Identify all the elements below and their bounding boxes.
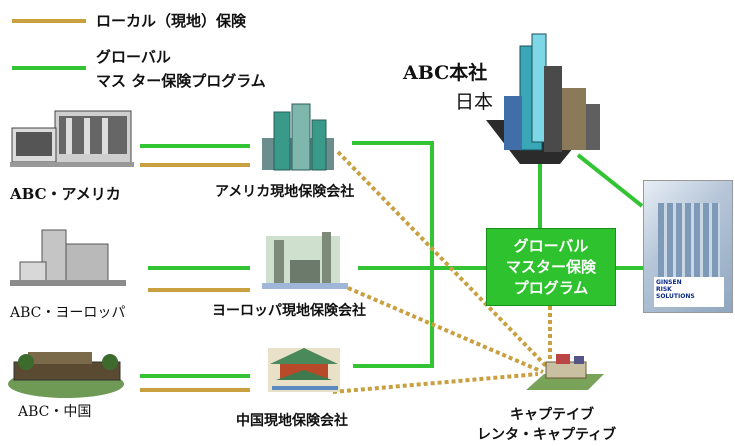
hq-label-line2: 日本 [455, 91, 494, 113]
office-building-icon [10, 110, 134, 167]
insurer-label-europe: ヨーロッパ現地保険会社 [212, 303, 366, 319]
skyscraper-icon [486, 33, 600, 164]
subsidiary-label-europe: ABC・ヨーロッパ [10, 305, 126, 321]
subsidiary-label-america: ABC・アメリカ [10, 185, 121, 203]
legend-local-label: ローカル（現地）保険 [96, 12, 247, 30]
insurer-label-china: 中国現地保険会社 [236, 413, 348, 429]
connections-global [352, 141, 644, 368]
glass-building-icon [658, 203, 720, 279]
connections-captive [332, 150, 552, 394]
captive-label-line1: キャプテイブ [510, 407, 594, 423]
insurer-label-america: アメリカ現地保険会社 [215, 184, 355, 200]
factory-icon [526, 354, 604, 390]
office-building-icon [10, 229, 126, 286]
subsidiary-label-china: ABC・中国 [18, 404, 92, 420]
hq-label-line1: ABC本社 [403, 62, 488, 84]
parliament-icon [262, 232, 348, 289]
broker-logo-line: SOLUTIONS [656, 293, 695, 300]
broker-building: GINSEN RISK SOLUTIONS [643, 180, 733, 313]
connections-local [140, 144, 250, 392]
office-building-icon [8, 352, 124, 398]
broker-logo-line: RISK [656, 286, 672, 293]
broker-logo-line: GINSEN [656, 279, 682, 286]
legend-global-label-line1: グローバル [96, 48, 171, 66]
legend-global-label-line2: マス ター保険プログラム [96, 72, 266, 90]
master-program-label: グローバル マスター保険 プログラム [505, 236, 596, 297]
broker-logo: GINSEN RISK SOLUTIONS [654, 277, 724, 307]
pagoda-icon [268, 348, 340, 392]
skyscraper-icon [262, 103, 334, 171]
captive-label-line2: レンタ・キャプティブ [477, 427, 617, 443]
master-program-box: グローバル マスター保険 プログラム [486, 228, 616, 306]
